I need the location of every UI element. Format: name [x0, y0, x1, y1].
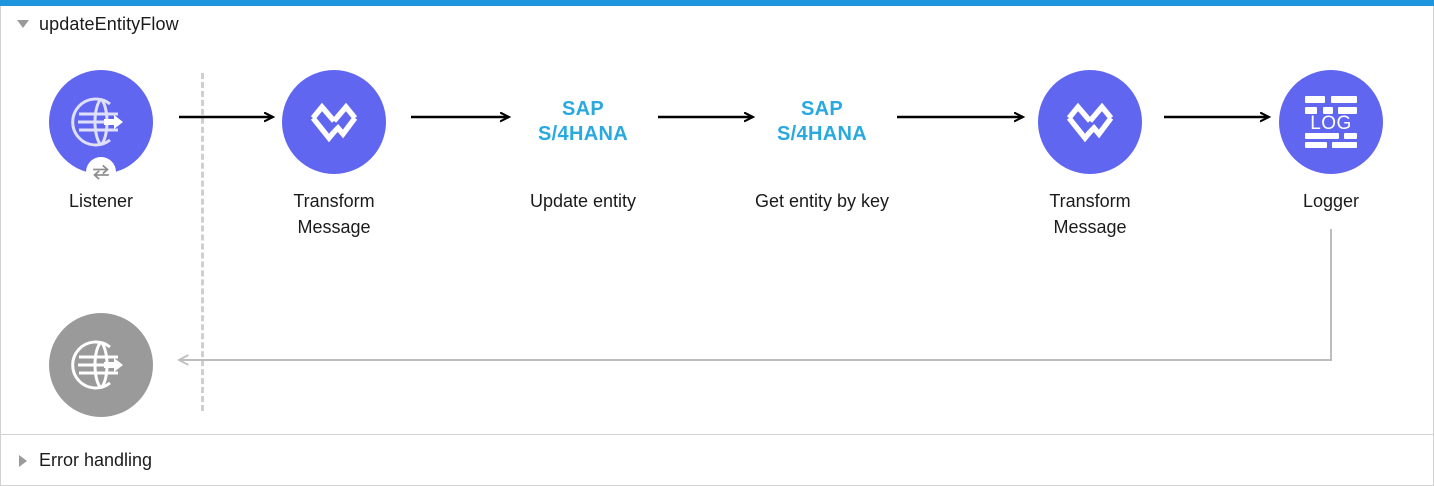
sap-brand-line-2: S/4HANA: [538, 123, 628, 145]
sap-brand-line-1: SAP: [800, 98, 844, 120]
node-logger-circle[interactable]: LOG: [1279, 70, 1383, 174]
sap-brand-line-1: SAP: [561, 98, 605, 120]
node-get-entity-by-key[interactable]: SAP S/4HANA Get entity by key: [737, 70, 907, 214]
node-get-entity-by-key-label: Get entity by key: [754, 191, 890, 211]
node-listener-label: Listener: [68, 191, 134, 211]
lane-separator-dashed: [201, 73, 204, 411]
exchange-arrows-icon: [93, 164, 109, 180]
connector-layer: [177, 7, 1332, 366]
error-handling-label: Error handling: [39, 450, 153, 470]
globe-arrow-icon: [71, 97, 123, 147]
sap-s4hana-logo: SAP S/4HANA: [531, 70, 635, 174]
node-transform-message-2[interactable]: Transform Message: [1005, 70, 1175, 240]
node-listener[interactable]: Listener: [16, 70, 186, 214]
transform-chevron-icon: [310, 102, 358, 143]
node-transform-message-1-label: Transform Message: [293, 191, 375, 237]
node-update-entity-label: Update entity: [529, 191, 637, 211]
node-listener-response[interactable]: [16, 313, 186, 417]
node-transform-message-2-circle[interactable]: [1038, 70, 1142, 174]
error-handling-section[interactable]: Error handling: [1, 436, 1433, 485]
sap-brand-line-2: S/4HANA: [777, 123, 867, 145]
connector-logger-return-path: [177, 229, 1332, 366]
node-update-entity[interactable]: SAP S/4HANA Update entity: [498, 70, 668, 214]
main-flow-panel: updateEntityFlow: [1, 7, 1433, 435]
node-update-entity-circle[interactable]: SAP S/4HANA: [531, 70, 635, 174]
node-logger[interactable]: LOG Logger: [1246, 70, 1416, 214]
node-transform-message-1[interactable]: Transform Message: [249, 70, 419, 240]
triangle-right-icon[interactable]: [19, 454, 27, 467]
flow-header[interactable]: updateEntityFlow: [1, 7, 179, 41]
node-get-entity-by-key-circle[interactable]: SAP S/4HANA: [770, 70, 874, 174]
node-listener-response-circle[interactable]: [49, 313, 153, 417]
node-transform-message-2-label: Transform Message: [1049, 191, 1131, 237]
sap-s4hana-logo: SAP S/4HANA: [770, 70, 874, 174]
log-document-icon: LOG: [1305, 96, 1357, 148]
node-logger-label: Logger: [1302, 191, 1360, 211]
transform-chevron-icon: [1066, 102, 1114, 143]
page-title: updateEntityFlow: [39, 13, 179, 34]
triangle-down-icon[interactable]: [17, 20, 29, 28]
exchange-arrows-badge: [86, 157, 116, 187]
globe-arrow-icon: [71, 340, 123, 390]
svg-text:LOG: LOG: [1310, 113, 1352, 134]
node-transform-message-1-circle[interactable]: [282, 70, 386, 174]
node-listener-circle[interactable]: [49, 70, 153, 187]
top-accent-bar: [0, 0, 1434, 6]
